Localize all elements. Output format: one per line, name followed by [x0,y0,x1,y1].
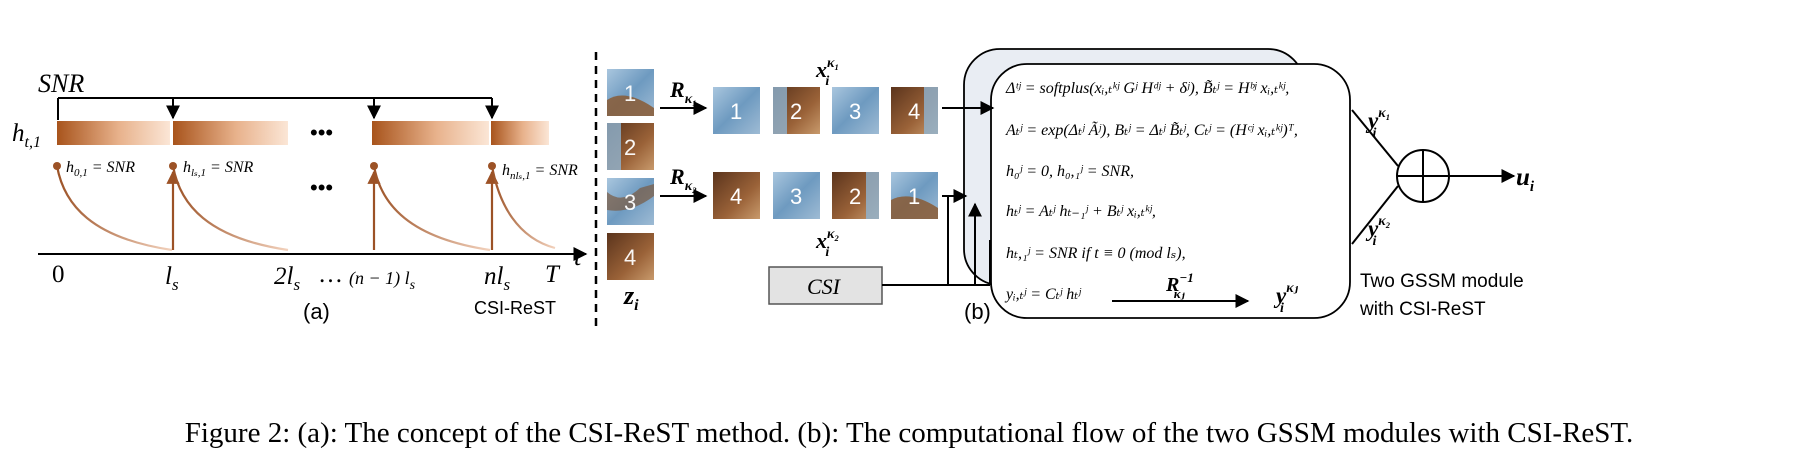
input-patch-3: 3 [624,190,636,215]
tick-n1ls: (n − 1) ls [349,268,416,293]
reset-label-1: h0,1 = SNR [66,159,135,179]
gssm-equations: Δᵗʲ = softplus(xᵢ,ₜᵏʲ Gʲ Hᵈʲ + δʲ), B̃ₜʲ… [1004,79,1298,303]
module-caption-line-2: with CSI-ReST [1359,299,1486,320]
figure-caption: Figure 2: (a): The concept of the CSI-Re… [184,417,1634,449]
equation-5: hₜ,₁ʲ = SNR if t ≡ 0 (mod lₛ), [1006,245,1186,262]
state-bar-3 [372,121,489,145]
equation-1: Δᵗʲ = softplus(xᵢ,ₜᵏʲ Gʲ Hᵈʲ + δʲ), B̃ₜʲ… [1005,79,1289,97]
equation-3: h₀ʲ = 0, h₀,₁ʲ = SNR, [1006,163,1134,180]
tick-0: 0 [52,261,65,288]
ellipsis-mid: ••• [310,175,333,200]
perm2-sequence: 4 3 2 1 [713,172,938,219]
csi-label: CSI [807,274,842,299]
panel-a-label: (a) [303,299,330,324]
input-patch-2: 2 [624,135,636,160]
input-label: zi [623,281,639,314]
perm2-patch-1: 4 [730,184,742,209]
perm2-label: Rκ₂ [669,164,697,194]
perm2-patch-2: 3 [790,184,802,209]
module-caption-line-1: Two GSSM module [1360,271,1524,292]
panel-a: SNR ht,1 ••• ••• h0,1 = SNR hlₛ,1 = SNR … [12,69,588,324]
h-label: ht,1 [12,120,41,151]
output-label: ui [1516,164,1535,195]
state-bar-2 [173,121,288,145]
perm1-patch-2: 2 [790,99,802,124]
tick-T: T [545,261,561,288]
input-patch-1: 1 [624,81,636,106]
output-lines [1351,109,1516,245]
panel-b-label: (b) [964,299,991,324]
equation-2: Aₜʲ = exp(Δₜʲ Ãʲ), Bₜʲ = Δₜʲ B̃ₜʲ, Cₜʲ =… [1005,120,1298,139]
equation-6: yᵢ,ₜʲ = Cₜʲ hₜʲ [1004,286,1082,303]
snr-label: SNR [38,69,84,98]
state-bar-4 [491,121,549,145]
equation-4: hₜʲ = Aₜʲ hₜ₋₁ʲ + Bₜʲ xᵢ,ₜᵏʲ, [1006,203,1156,220]
tick-dots: … [318,261,343,288]
tick-nls: nls [484,263,510,294]
reset-label-3: hnlₛ,1 = SNR [502,162,578,182]
csi-box [768,266,883,305]
reset-label-2: hlₛ,1 = SNR [183,159,253,179]
perm1-patch-1: 1 [730,99,742,124]
panel-b: 1 2 3 4 zi Rκ₁ Rκ₂ 1 2 3 4 [607,48,1535,324]
tick-ls: ls [165,263,179,294]
input-patches: 1 2 3 4 zi [607,69,654,314]
input-patch-4: 4 [624,245,636,270]
perm1-patch-3: 3 [849,99,861,124]
ellipsis-top: ••• [310,120,333,145]
state-bar-1 [57,121,170,145]
time-axis-label: t [574,242,582,271]
perm1-label: Rκ₁ [669,77,697,107]
tick-2ls: 2ls [274,263,300,294]
snr-broadcast-lines [57,97,499,120]
gssm-module-front [990,63,1351,319]
perm2-patch-4: 1 [908,184,920,209]
sum-node [1396,149,1450,203]
method-label: CSI-ReST [474,298,556,318]
perm2-patch-3: 2 [849,184,861,209]
hidden-state-bars [57,121,549,145]
perm1-patch-4: 4 [908,99,920,124]
module-inputs [882,101,995,286]
axis-ticks: 0 ls 2ls … (n − 1) ls nls T [52,261,561,294]
perm1-sequence: 1 2 3 4 [713,87,938,134]
decay-curves [53,162,556,252]
